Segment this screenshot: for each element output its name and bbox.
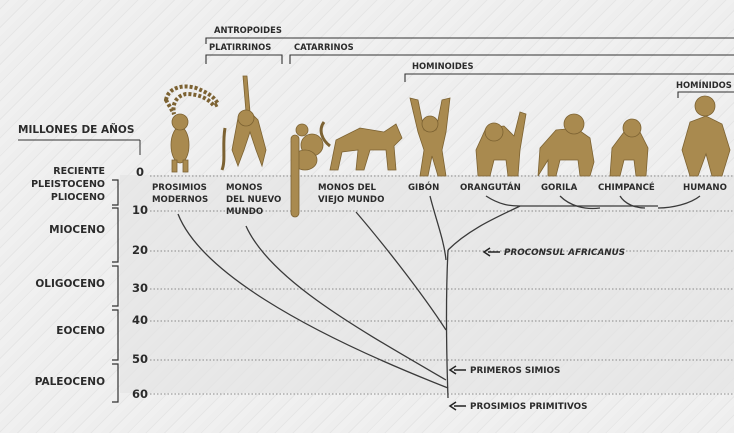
annotation-prosimios-primitivos: PROSIMIOS PRIMITIVOS xyxy=(450,402,587,412)
epoch-pleistoceno: PLEISTOCENO xyxy=(31,179,105,190)
label-monos-viejo-line1: MONOS DEL xyxy=(318,183,377,193)
group-catarrinos: CATARRINOS xyxy=(294,42,354,52)
label-prosimios-line1: PROSIMIOS xyxy=(152,183,207,193)
tick-10: 10 xyxy=(132,203,148,217)
epoch-paleoceno: PALEOCENO xyxy=(35,376,105,388)
label-orangutan: ORANGUTÁN xyxy=(460,181,521,193)
label-monos-nuevo-line3: MUNDO xyxy=(226,207,263,217)
epoch-mioceno: MIOCENO xyxy=(49,224,105,236)
tick-50: 50 xyxy=(132,352,148,366)
label-gibon: GIBÓN xyxy=(408,181,439,193)
lemur-silhouette xyxy=(166,87,218,173)
epoch-plioceno: PLIOCENO xyxy=(51,192,105,203)
label-humano: HUMANO xyxy=(683,183,727,193)
orangutan-silhouette xyxy=(476,112,526,176)
gibbon-silhouette xyxy=(410,98,450,176)
epoch-eoceno: EOCENO xyxy=(56,325,105,337)
tick-30: 30 xyxy=(132,281,148,295)
group-antropoides: ANTROPOIDES xyxy=(214,25,282,35)
tick-20: 20 xyxy=(132,243,148,257)
label-gorila: GORILA xyxy=(541,183,578,193)
human-silhouette xyxy=(682,96,730,176)
epoch-reciente: RECIENTE xyxy=(53,166,105,177)
label-prosimios-line2: MODERNOS xyxy=(152,195,208,205)
label-primeros-simios: PRIMEROS SIMIOS xyxy=(470,366,560,376)
spider-monkey-silhouette xyxy=(222,76,266,170)
epoch-brackets xyxy=(112,180,118,402)
annotation-proconsul: PROCONSUL AFRICANUS xyxy=(484,248,625,258)
label-monos-nuevo-line2: DEL NUEVO xyxy=(226,195,281,205)
label-proconsul: PROCONSUL AFRICANUS xyxy=(504,248,625,258)
group-hominidos: HOMÍNIDOS xyxy=(676,79,732,90)
tick-0: 0 xyxy=(136,165,144,179)
axis-title: MILLONES DE AÑOS xyxy=(18,123,134,136)
chimpanzee-silhouette xyxy=(610,119,648,176)
label-monos-viejo-line2: VIEJO MUNDO xyxy=(318,195,384,205)
label-chimpance: CHIMPANCÉ xyxy=(598,181,655,193)
gorilla-silhouette xyxy=(538,114,594,176)
old-world-monkey-silhouette xyxy=(321,122,402,170)
group-platirrinos: PLATIRRINOS xyxy=(209,42,271,52)
epoch-oligoceno: OLIGOCENO xyxy=(35,278,105,290)
tick-60: 60 xyxy=(132,387,148,401)
tick-40: 40 xyxy=(132,313,148,327)
label-prosimios-primitivos: PROSIMIOS PRIMITIVOS xyxy=(470,402,587,412)
label-monos-nuevo-line1: MONOS xyxy=(226,183,263,193)
epoch-labels: RECIENTE PLEISTOCENO PLIOCENO MIOCENO OL… xyxy=(31,166,105,388)
group-hominoides: HOMINOIDES xyxy=(412,61,474,71)
